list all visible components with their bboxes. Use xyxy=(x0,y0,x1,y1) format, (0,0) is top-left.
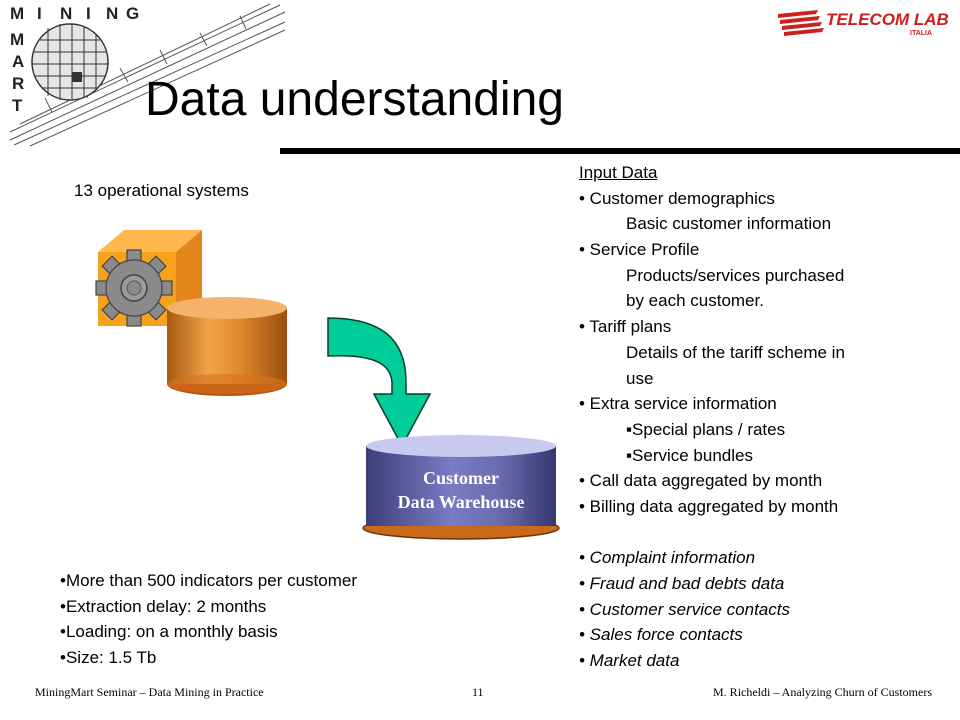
telecom-lab-logo: TELECOM LAB ITALIA xyxy=(778,8,950,38)
list-item: •Extraction delay: 2 months xyxy=(60,596,267,616)
list-spacer xyxy=(579,520,949,546)
list-item: •Loading: on a monthly basis xyxy=(60,622,278,641)
customer-data-warehouse-label: Customer Data Warehouse xyxy=(358,466,564,514)
logo-letter: A xyxy=(12,52,25,71)
logo-letter: M xyxy=(10,4,25,23)
warehouse-facts-list: •More than 500 indicators per customer •… xyxy=(60,568,357,670)
list-item: Basic customer information xyxy=(626,214,832,234)
title-divider xyxy=(280,148,960,154)
list-item: • Service Profile xyxy=(579,240,700,260)
input-data-heading: Input Data xyxy=(579,163,658,182)
miningmart-logo-graphic xyxy=(9,3,286,147)
customer-data-warehouse-graphic xyxy=(358,432,564,540)
warehouse-label-line2: Data Warehouse xyxy=(397,492,525,512)
logo-letter: N xyxy=(60,4,73,23)
logo-letter: G xyxy=(126,4,140,23)
telecom-lab-subtext: ITALIA xyxy=(910,30,932,37)
list-item: • Market data xyxy=(579,651,680,671)
logo-letter: T xyxy=(12,96,23,115)
logo-letter: R xyxy=(12,74,25,93)
list-item: • Sales force contacts xyxy=(579,625,743,645)
list-item: Products/services purchased xyxy=(626,265,845,285)
page-title: Data understanding xyxy=(145,73,564,126)
list-item: • Customer demographics xyxy=(579,188,775,208)
operational-systems-graphic xyxy=(88,222,298,400)
footer-seminar-title: MiningMart Seminar – Data Mining in Prac… xyxy=(35,685,264,699)
logo-letter: I xyxy=(37,4,42,23)
list-item: ▪Special plans / rates xyxy=(626,419,786,439)
list-item: • Tariff plans xyxy=(579,317,672,337)
flow-arrow xyxy=(320,312,445,452)
curved-arrow-icon xyxy=(327,317,432,448)
list-item: •Size: 1.5 Tb xyxy=(60,647,157,667)
logo-letter: M xyxy=(10,30,25,49)
miningmart-logo: M I N I N G M A R T xyxy=(0,0,290,150)
telecom-lab-text: TELECOM LAB xyxy=(826,10,949,29)
warehouse-label-line1: Customer xyxy=(423,468,499,488)
input-data-list: Input Data • Customer demographics Basic… xyxy=(579,160,949,674)
database-gear-icon xyxy=(95,230,287,396)
list-item: Details of the tariff scheme in xyxy=(626,342,845,362)
list-item: use xyxy=(626,368,654,388)
page-number: 11 xyxy=(472,685,484,699)
list-item: • Fraud and bad debts data xyxy=(579,574,785,593)
list-item: by each customer. xyxy=(626,291,764,311)
logo-letter: N xyxy=(106,4,119,23)
operational-systems-label: 13 operational systems xyxy=(74,181,249,200)
list-item: ▪Service bundles xyxy=(626,445,753,465)
list-item: • Complaint information xyxy=(579,548,756,568)
gear-icon xyxy=(95,249,173,327)
footer-author: M. Richeldi – Analyzing Churn of Custome… xyxy=(713,685,932,699)
list-item: • Extra service information xyxy=(579,394,777,414)
list-item: • Billing data aggregated by month xyxy=(579,496,839,516)
telecom-lab-logo-graphic: TELECOM LAB ITALIA xyxy=(778,10,949,37)
logo-letter: I xyxy=(86,4,91,23)
list-item: • Customer service contacts xyxy=(579,599,790,619)
database-icon xyxy=(362,435,560,540)
list-item: •More than 500 indicators per customer xyxy=(60,571,357,590)
list-item: • Call data aggregated by month xyxy=(579,471,823,491)
